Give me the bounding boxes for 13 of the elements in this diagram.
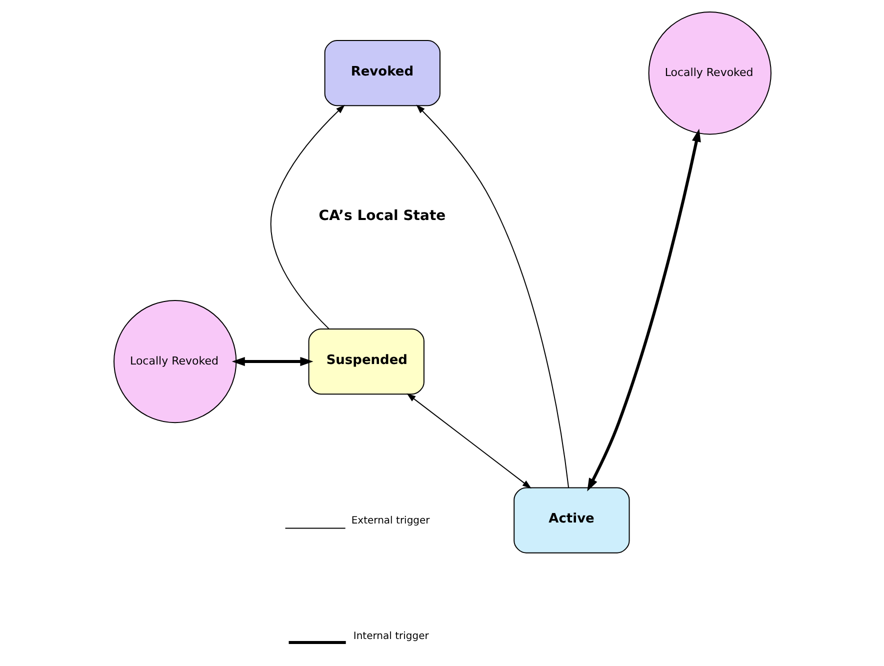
node-circle: Locally Revoked	[648, 12, 771, 135]
node-box: Revoked	[324, 40, 440, 106]
arrow	[231, 356, 313, 366]
arrow	[586, 128, 700, 492]
legend-label: External trigger	[350, 515, 430, 526]
node-circle: Locally Revoked	[113, 300, 236, 424]
arrow	[416, 104, 569, 488]
legend-label: Internal trigger	[352, 630, 428, 642]
node-box: Active	[513, 487, 630, 554]
arrow	[406, 393, 531, 489]
node-box: Suspended	[308, 328, 424, 395]
label: CA’s Local State	[318, 208, 446, 224]
arrow	[270, 104, 344, 330]
